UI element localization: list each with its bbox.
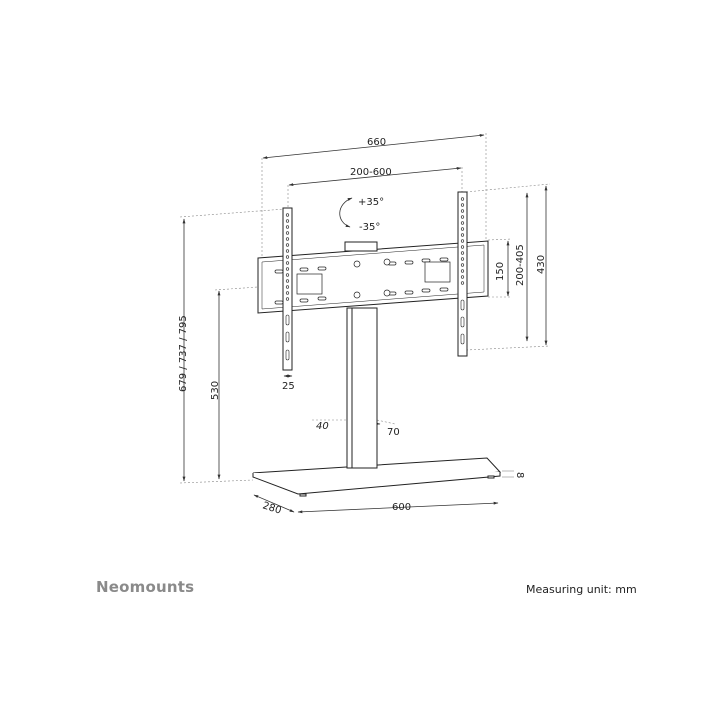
dim-vesa-height-range: 200-405 — [515, 244, 526, 286]
unit-note: Measuring unit: mm — [526, 583, 637, 596]
dim-arm-height: 430 — [536, 255, 547, 274]
dimension-lines — [182, 134, 548, 514]
dim-depth-offset: 25 — [282, 381, 295, 392]
dim-base-width: 600 — [392, 502, 411, 513]
dim-vesa-height: 150 — [495, 262, 506, 281]
dim-total-height: 679 / 737 / 795 — [178, 315, 189, 392]
dim-pole-depth: 40 — [316, 421, 329, 432]
brand-logo: Neomounts — [96, 578, 195, 596]
extension-lines — [179, 133, 551, 484]
dim-vesa-width: 200-600 — [350, 167, 392, 178]
dim-tilt-up: +35° — [358, 197, 384, 208]
pole — [346, 307, 378, 469]
dim-pole-height: 530 — [210, 381, 221, 400]
vertical-rails — [282, 191, 468, 371]
horizontal-bracket — [257, 240, 489, 314]
dim-base-depth: 280 — [261, 500, 283, 516]
tilt-arrow-icon — [339, 197, 353, 228]
dim-tilt-down: -35° — [359, 222, 380, 233]
dim-pole-width: 70 — [387, 427, 400, 438]
dim-overall-width: 660 — [367, 137, 386, 148]
base-plate — [252, 457, 502, 497]
dim-base-thickness: 8 — [514, 472, 525, 478]
